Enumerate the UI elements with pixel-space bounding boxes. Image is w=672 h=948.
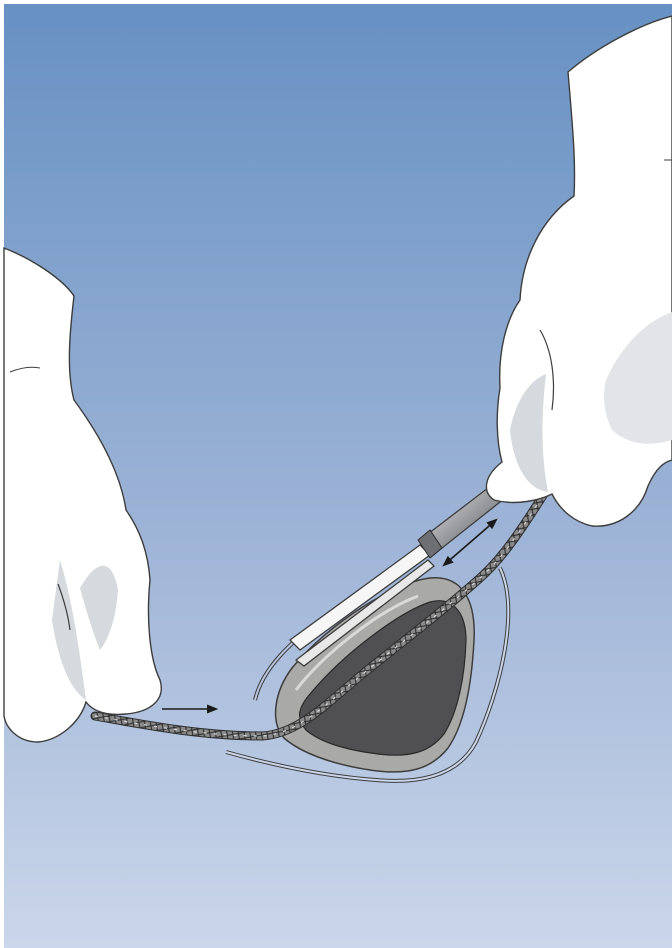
surgical-illustration — [0, 0, 672, 948]
illustration-canvas — [0, 0, 672, 948]
